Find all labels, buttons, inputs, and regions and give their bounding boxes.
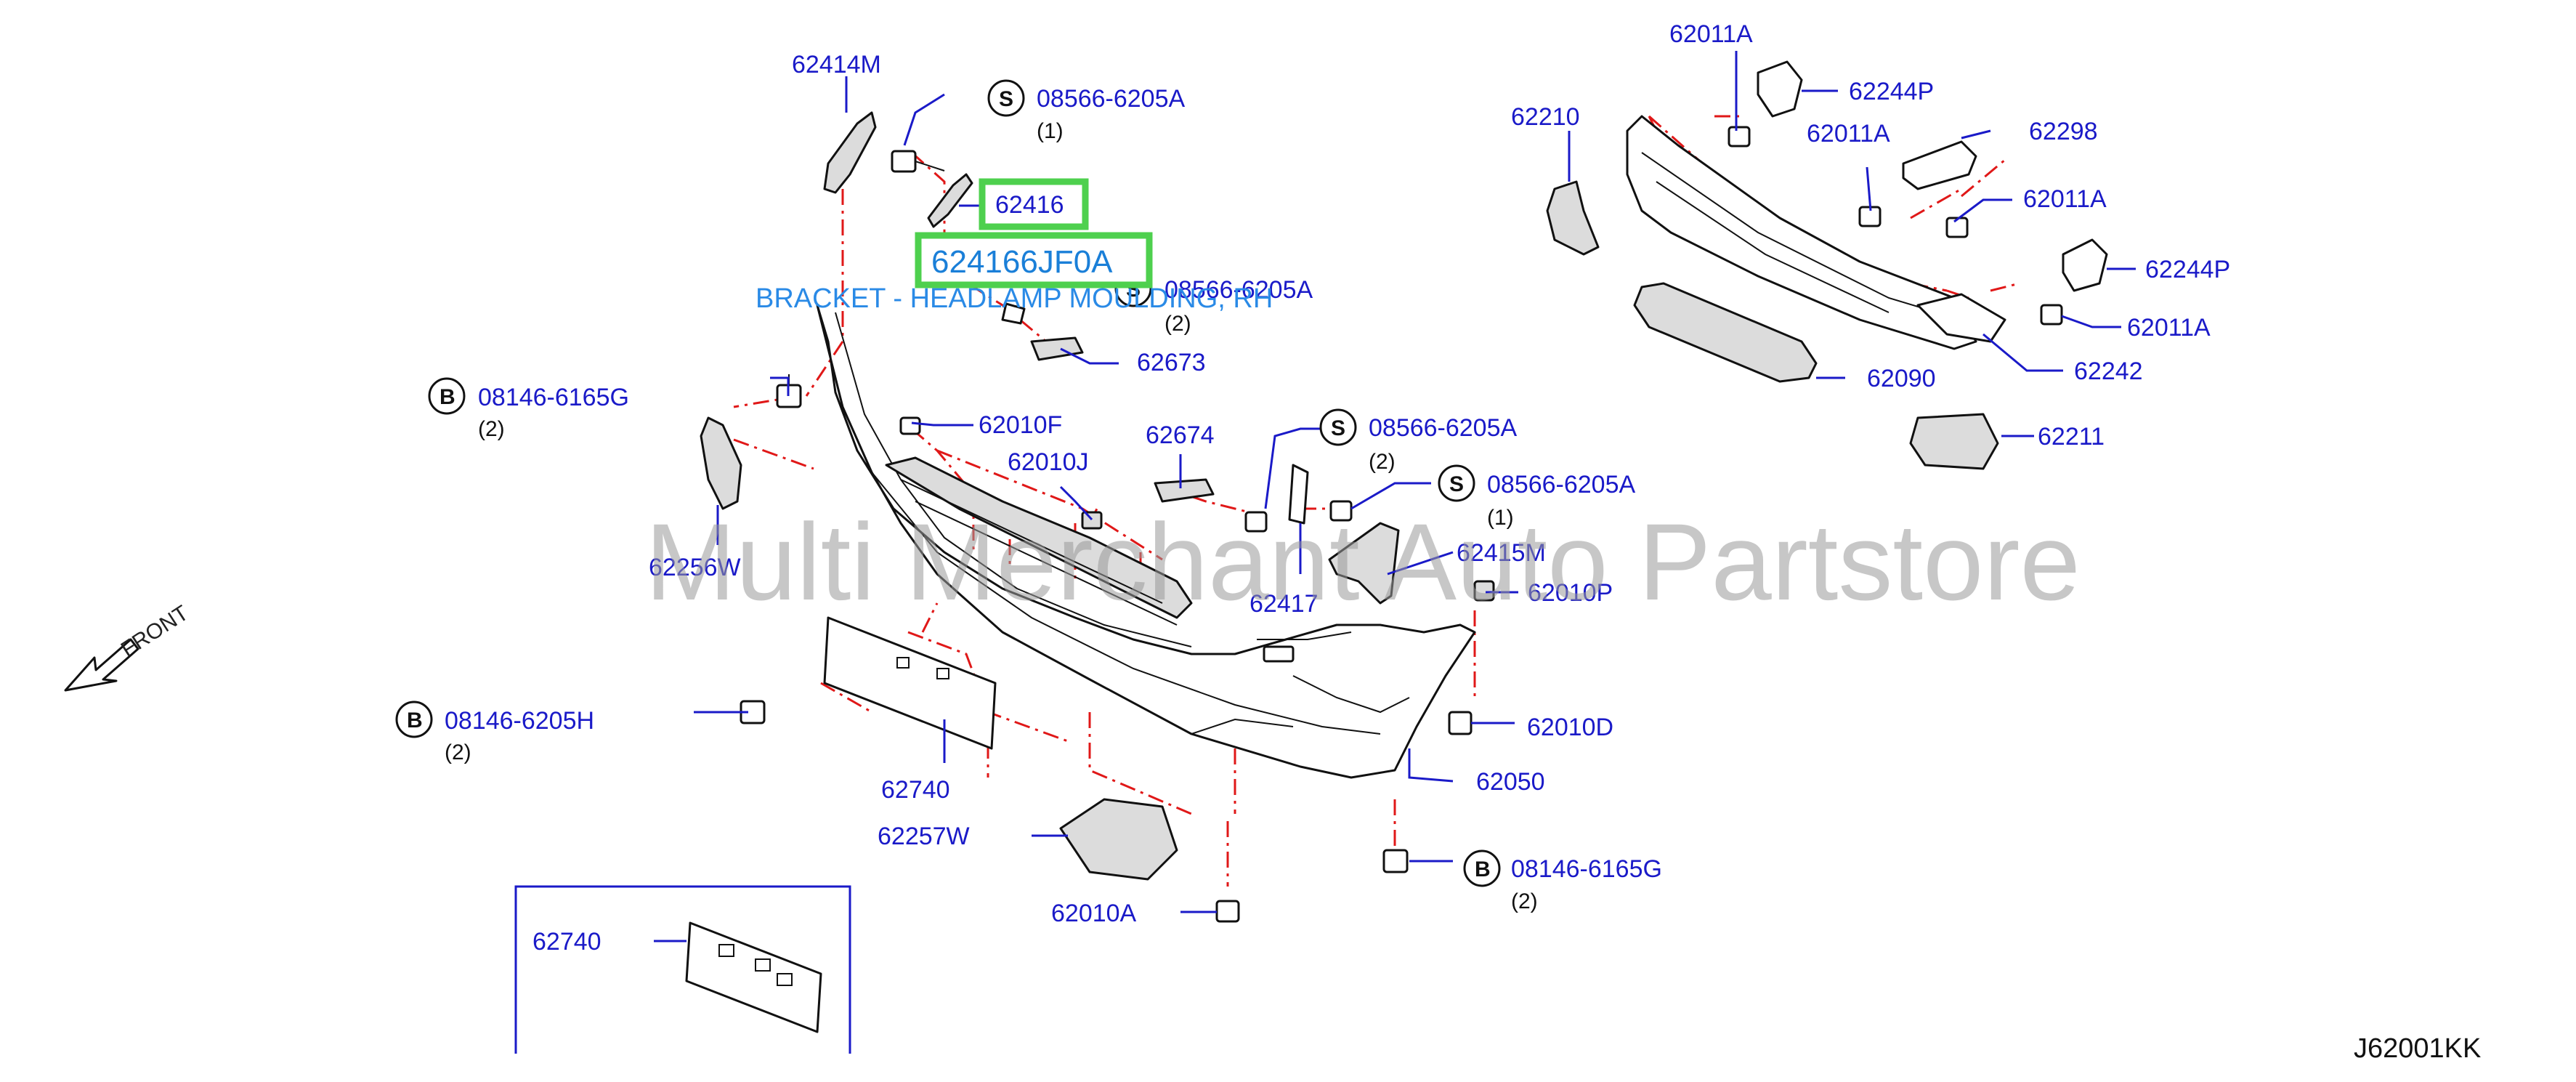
part-62050-shape — [816, 304, 1476, 779]
part-62414M-shape — [823, 111, 877, 194]
label-08146-6165G[interactable]: 08146-6165G — [478, 384, 629, 411]
label-62090[interactable]: 62090 — [1867, 365, 1936, 392]
clip-62010F-shape — [899, 416, 921, 435]
part-62740-shape — [823, 616, 997, 750]
figure-code: J62001KK — [2354, 1033, 2481, 1064]
part-62244P-shape — [1757, 60, 1803, 118]
label-08566-6205A[interactable]: 08566-6205A — [1487, 471, 1636, 498]
svg-text:S: S — [999, 87, 1013, 111]
svg-text:S: S — [1331, 416, 1345, 440]
label-62050[interactable]: 62050 — [1476, 768, 1545, 796]
part-62416-shape — [927, 173, 973, 228]
part-62090-shape — [1633, 282, 1818, 383]
bolt-shape — [1382, 849, 1409, 873]
part-62415M-shape — [1328, 522, 1400, 605]
label-08566-6205A[interactable]: 08566-6205A — [1037, 85, 1186, 113]
badge-b: B — [395, 701, 433, 738]
svg-text:B: B — [440, 385, 455, 409]
label-62257W[interactable]: 62257W — [878, 823, 970, 850]
label-08146-6165G[interactable]: 08146-6165G — [1511, 855, 1662, 883]
label-62011A[interactable]: 62011A — [2023, 185, 2107, 213]
label-62244P[interactable]: 62244P — [2145, 256, 2230, 283]
clip-62010A-shape — [1215, 900, 1240, 923]
label-62210[interactable]: 62210 — [1511, 103, 1580, 131]
bolt-shape — [891, 150, 945, 173]
part-62242-shape — [1916, 293, 2006, 343]
label-08566-6205A[interactable]: 08566-6205A — [1165, 276, 1313, 304]
label-62010A[interactable]: 62010A — [1051, 900, 1137, 927]
label-62011A[interactable]: 62011A — [1669, 20, 1753, 48]
label-62298[interactable]: 62298 — [2029, 118, 2098, 145]
label-62244P[interactable]: 62244P — [1849, 78, 1934, 105]
grille-shape — [885, 456, 1193, 626]
label-62417[interactable]: 62417 — [1249, 590, 1319, 618]
label-08566-6205A[interactable]: 08566-6205A — [1369, 414, 1518, 442]
label-62010D[interactable]: 62010D — [1527, 714, 1613, 741]
label-62011A[interactable]: 62011A — [2127, 314, 2211, 342]
badge-s: S — [987, 79, 1025, 117]
highlight-description: BRACKET - HEADLAMP MOULDING, RH — [756, 283, 1273, 314]
label-quantity: (1) — [1037, 119, 1064, 143]
highlight-part-number[interactable]: 624166JF0A — [931, 244, 1113, 280]
label-62740[interactable]: 62740 — [881, 776, 950, 804]
clip-62010P-shape — [1473, 580, 1495, 602]
label-62256W[interactable]: 62256W — [649, 554, 741, 581]
bolt-shape — [1329, 500, 1353, 522]
bolt-shape — [1244, 511, 1268, 533]
part-62674-shape — [1154, 478, 1215, 503]
inset-panel — [514, 885, 851, 1054]
bolt-shape — [1728, 126, 1751, 148]
label-quantity: (2) — [1165, 312, 1191, 336]
part-62298-shape — [1902, 140, 1977, 190]
label-62242[interactable]: 62242 — [2074, 358, 2143, 385]
label-quantity: (1) — [1487, 506, 1514, 530]
label-62740-inset[interactable]: 62740 — [532, 928, 602, 956]
badge-b: B — [1463, 849, 1501, 887]
label-62010J[interactable]: 62010J — [1008, 448, 1089, 476]
part-62244P-shape — [2062, 238, 2108, 292]
clip-62010J-shape — [1081, 511, 1103, 530]
part-62417-shape — [1288, 464, 1309, 525]
label-62673[interactable]: 62673 — [1137, 349, 1206, 376]
part-62210-shape — [1546, 180, 1600, 256]
label-62211[interactable]: 62211 — [2038, 423, 2105, 451]
label-quantity: (2) — [1369, 450, 1396, 474]
label-quantity: (2) — [478, 417, 505, 441]
badge-s: S — [1438, 464, 1475, 502]
label-62010F[interactable]: 62010F — [979, 411, 1062, 439]
label-62414M[interactable]: 62414M — [792, 51, 881, 78]
part-labels: 62414M 08566-6205A (1) 08566-6205A (2) 6… — [445, 20, 2230, 956]
bolt-shape — [1945, 217, 1969, 238]
label-08146-6205H[interactable]: 08146-6205H — [445, 707, 594, 735]
label-quantity: (2) — [1511, 889, 1538, 913]
badge-b: B — [428, 377, 466, 415]
label-62010P[interactable]: 62010P — [1528, 579, 1613, 607]
leader-lines — [654, 51, 2136, 942]
bolt-shape — [2040, 304, 2063, 326]
front-arrow: FRONT — [64, 601, 193, 692]
badge-s: S — [1319, 408, 1357, 446]
highlight-part-label[interactable]: 62416 — [995, 191, 1064, 219]
svg-text:B: B — [407, 708, 423, 732]
part-62211-shape — [1909, 413, 1999, 470]
label-62674[interactable]: 62674 — [1146, 421, 1215, 449]
label-62415M[interactable]: 62415M — [1457, 539, 1546, 567]
bolt-shape — [1448, 711, 1473, 735]
part-62257W-shape — [1059, 798, 1178, 881]
label-quantity: (2) — [445, 740, 471, 764]
part-62256W-shape — [700, 416, 742, 510]
reinforcement-shape — [1626, 115, 1977, 350]
label-62011A[interactable]: 62011A — [1807, 120, 1890, 148]
watermark-text: Multi Merchant Auto Partstore — [645, 501, 2081, 623]
front-label: FRONT — [117, 601, 193, 662]
svg-text:S: S — [1449, 472, 1464, 496]
highlight-callout[interactable]: 62416 624166JF0A BRACKET - HEADLAMP MOUL… — [756, 178, 1273, 314]
svg-text:B: B — [1475, 857, 1491, 881]
